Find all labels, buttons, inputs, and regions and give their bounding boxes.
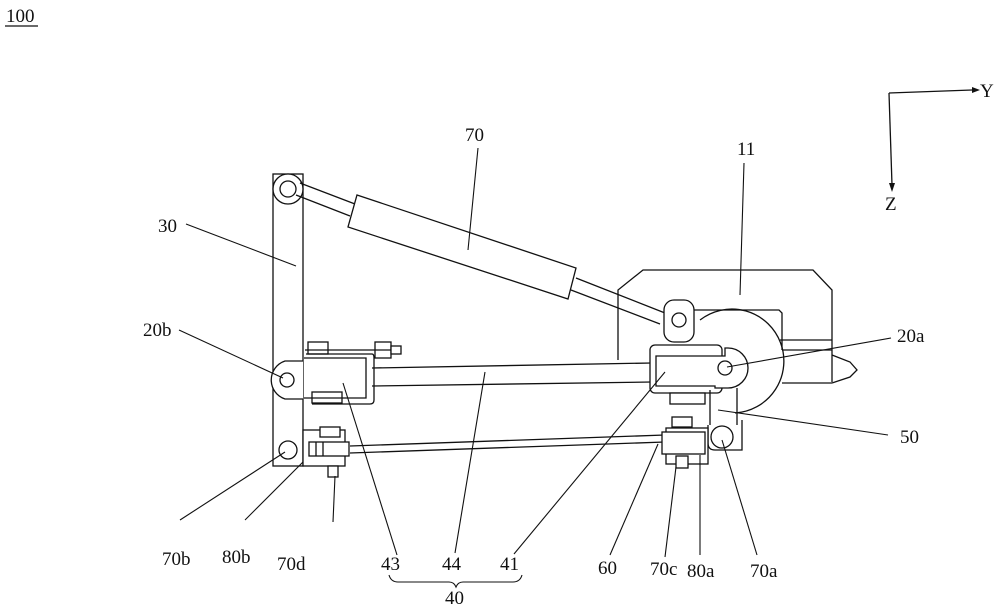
label-40: 40 <box>445 588 464 609</box>
link-end-41 <box>649 344 749 405</box>
pivot-70b <box>278 440 298 460</box>
actuator-70 <box>295 182 666 325</box>
link-end-43 <box>270 341 402 405</box>
tie-rod-60-bottom <box>349 441 666 454</box>
label-80b: 80b <box>222 547 251 568</box>
label-70: 70 <box>465 125 484 146</box>
label-80a: 80a <box>687 561 715 582</box>
z-axis-arrowhead <box>889 183 895 192</box>
figure-number: 100 <box>6 6 35 27</box>
leader-lines <box>178 147 892 558</box>
label-60: 60 <box>598 558 617 579</box>
axis-indicator: Y Z <box>885 81 994 215</box>
label-41: 41 <box>500 554 519 575</box>
rod-44-bottom <box>371 381 653 387</box>
pivot-20a <box>717 360 733 376</box>
z-axis-label: Z <box>885 194 897 215</box>
frame-30 <box>272 173 304 467</box>
brace-40 <box>388 574 523 589</box>
bolt-70d <box>327 465 339 478</box>
rod-clevis <box>663 299 695 343</box>
tie-rod-60-top <box>349 434 666 447</box>
label-11: 11 <box>737 139 755 160</box>
housing-11 <box>617 269 858 384</box>
reference-labels: 70 11 30 20b 20a 50 70b 80b 70d 43 44 41… <box>143 125 925 609</box>
adjuster-80b <box>302 426 350 478</box>
label-20b: 20b <box>143 320 172 341</box>
label-70d: 70d <box>277 554 306 575</box>
pivot-20b <box>279 372 295 388</box>
label-70c: 70c <box>650 559 677 580</box>
y-axis-label: Y <box>980 81 994 102</box>
bracket-50 <box>707 388 743 451</box>
pivot-70a <box>710 425 734 449</box>
y-axis-arrowhead <box>972 87 980 93</box>
wheel-disc <box>699 308 785 414</box>
bolt-70c <box>675 455 689 469</box>
rod-44-top <box>371 362 653 369</box>
z-axis-line <box>888 92 893 186</box>
label-70b: 70b <box>162 549 191 570</box>
cylinder-body <box>347 194 577 300</box>
label-50: 50 <box>900 427 919 448</box>
top-pivot-pin <box>279 180 297 198</box>
label-20a: 20a <box>897 326 925 347</box>
adjuster-80a <box>661 416 709 469</box>
label-30: 30 <box>158 216 177 237</box>
label-44: 44 <box>442 554 462 575</box>
label-70a: 70a <box>750 561 778 582</box>
label-43: 43 <box>381 554 400 575</box>
y-axis-line <box>888 89 973 94</box>
